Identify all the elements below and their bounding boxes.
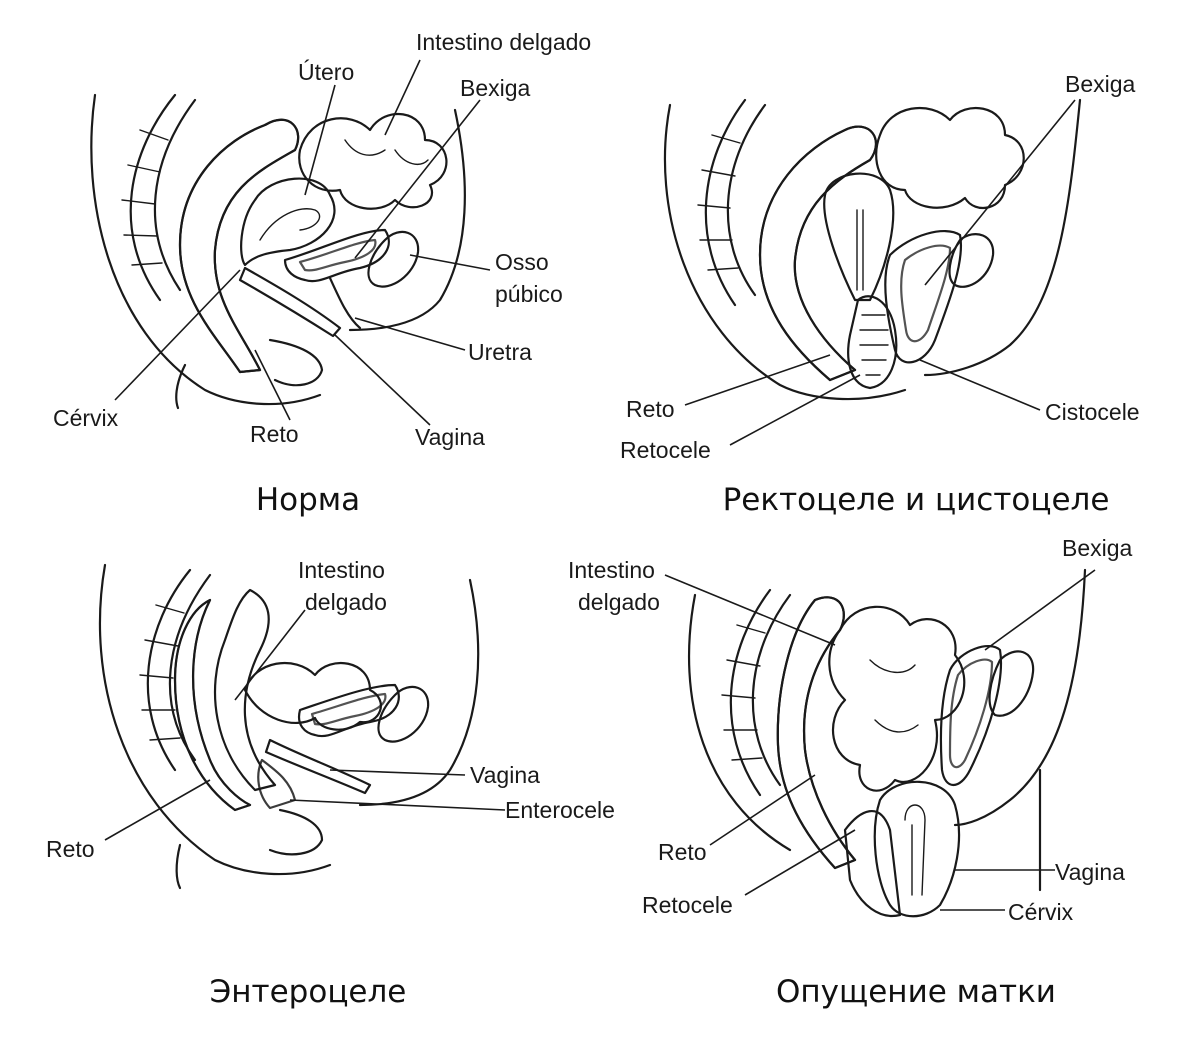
pubic-bone-prolapse [988, 650, 1035, 717]
caption-normal: Норма [256, 482, 360, 518]
caption-uterine-prolapse: Опущение матки [776, 974, 1056, 1010]
leaders-rectocele [684, 99, 1076, 446]
label-delgado: delgado [305, 589, 387, 615]
label-vagina: Vagina [415, 424, 485, 450]
anatomy-rectocele-cystocele [663, 98, 1082, 401]
label-reto: Reto [46, 836, 95, 862]
rectum-prolapse [776, 596, 857, 870]
label-bexiga: Bexiga [460, 75, 531, 101]
label-reto: Reto [626, 396, 675, 422]
caption-rectocele-cystocele: Ректоцеле и цистоцеле [723, 482, 1110, 518]
uterus-normal [240, 177, 336, 267]
label-bexiga: Bexiga [1065, 71, 1136, 97]
sacrum-prolapse [721, 588, 792, 797]
small-intestine-enterocele [243, 661, 382, 731]
label-cervix: Cérvix [53, 405, 119, 431]
label-intestino: Intestino [568, 557, 655, 583]
label-reto: Reto [250, 421, 299, 447]
label-bexiga: Bexiga [1062, 535, 1133, 561]
label-cistocele: Cistocele [1045, 399, 1140, 425]
uterus-rectocele [823, 172, 895, 302]
label-enterocele: Enterocele [505, 797, 615, 823]
enterocele-sac [257, 758, 297, 810]
pubic-bone-normal [367, 230, 420, 288]
label-vagina: Vagina [1055, 859, 1125, 885]
leaders-enterocele [104, 609, 506, 841]
rectum-enterocele [173, 588, 277, 812]
small-intestine-rectocele [875, 106, 1025, 209]
vagina-enterocele [264, 738, 372, 795]
label-osso: Osso [495, 249, 549, 275]
label-cervix: Cérvix [1008, 899, 1074, 925]
bladder-rectocele [884, 230, 962, 364]
rectum-rectocele [758, 125, 877, 382]
label-intestino-delgado: Intestino delgado [416, 29, 591, 55]
sacrum-normal [121, 93, 197, 302]
label-retocele: Retocele [620, 437, 711, 463]
rectum-normal [178, 118, 300, 374]
anatomy-enterocele [98, 563, 480, 890]
sacrum-enterocele [139, 568, 212, 772]
bladder-enterocele [297, 683, 400, 738]
label-delgado: delgado [578, 589, 660, 615]
pubic-bone-enterocele [377, 685, 430, 743]
vagina-normal [238, 266, 342, 338]
label-reto: Reto [658, 839, 707, 865]
panel-uterine-prolapse: Intestino delgado Bexiga Reto Retocele V… [568, 535, 1133, 1010]
vaginal-bulge-rectocele [847, 295, 898, 390]
anatomy-uterine-prolapse [688, 568, 1087, 918]
label-pubico: púbico [495, 281, 563, 307]
leaders-normal [114, 59, 491, 426]
small-intestine-prolapse [828, 605, 966, 792]
small-intestine-normal [298, 112, 448, 210]
label-intestino: Intestino [298, 557, 385, 583]
pubic-bone-rectocele [948, 233, 995, 288]
label-retocele: Retocele [642, 892, 733, 918]
panel-normal: Intestino delgado Útero Bexiga Osso púbi… [53, 29, 591, 518]
anatomy-normal [90, 93, 466, 410]
sacrum-rectocele [697, 98, 767, 307]
label-uretra: Uretra [468, 339, 532, 365]
leaders-prolapse [664, 569, 1096, 911]
label-utero: Útero [298, 59, 354, 85]
prolapsed-uterus [843, 780, 961, 918]
urethra-normal [328, 276, 362, 330]
panel-enterocele: Intestino delgado Vagina Enterocele Reto… [46, 557, 615, 1010]
label-vagina: Vagina [470, 762, 540, 788]
caption-enterocele: Энтероцеле [210, 974, 407, 1010]
bladder-prolapse [939, 645, 1003, 787]
bladder-normal [283, 228, 390, 283]
panel-rectocele-cystocele: Bexiga Reto Retocele Cistocele Ректоцеле… [620, 71, 1140, 518]
